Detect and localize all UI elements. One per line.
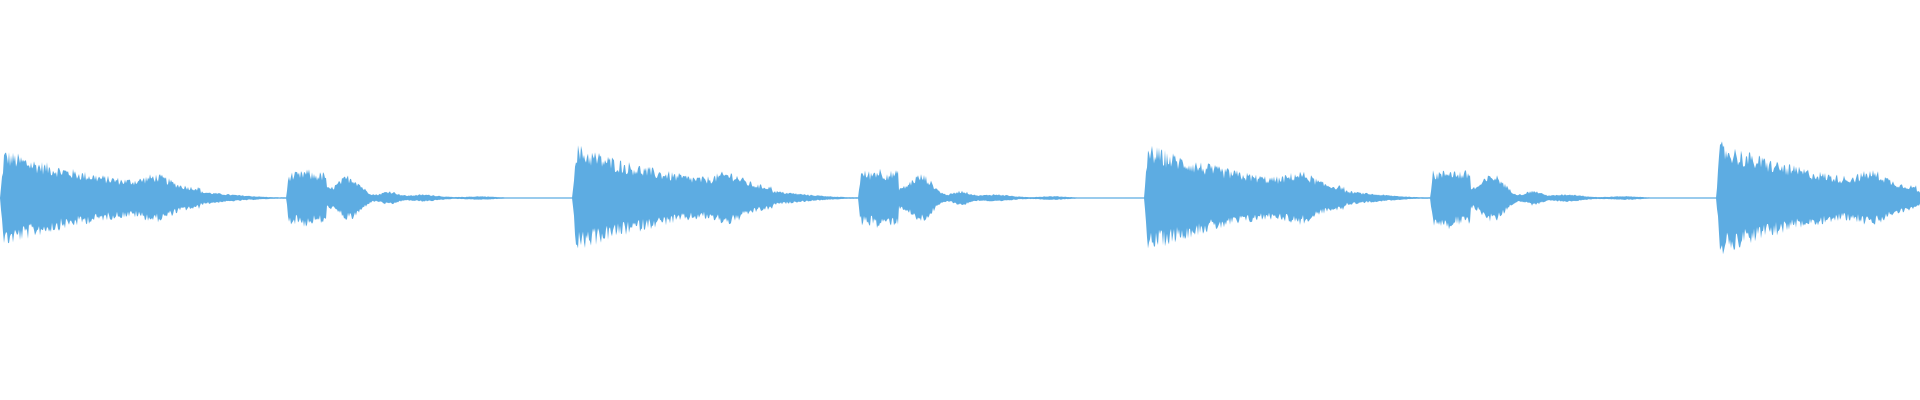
- waveform-segment-2: [286, 169, 572, 227]
- waveform-segment-5: [1144, 145, 1430, 249]
- waveform-segment-3: [572, 145, 858, 249]
- waveform-segment-6: [1430, 170, 1716, 230]
- waveform-segment-1: [0, 152, 286, 244]
- waveform-segment-7: [1716, 141, 1920, 255]
- waveform-segments: [0, 141, 1920, 255]
- waveform-segment-4: [858, 168, 1144, 228]
